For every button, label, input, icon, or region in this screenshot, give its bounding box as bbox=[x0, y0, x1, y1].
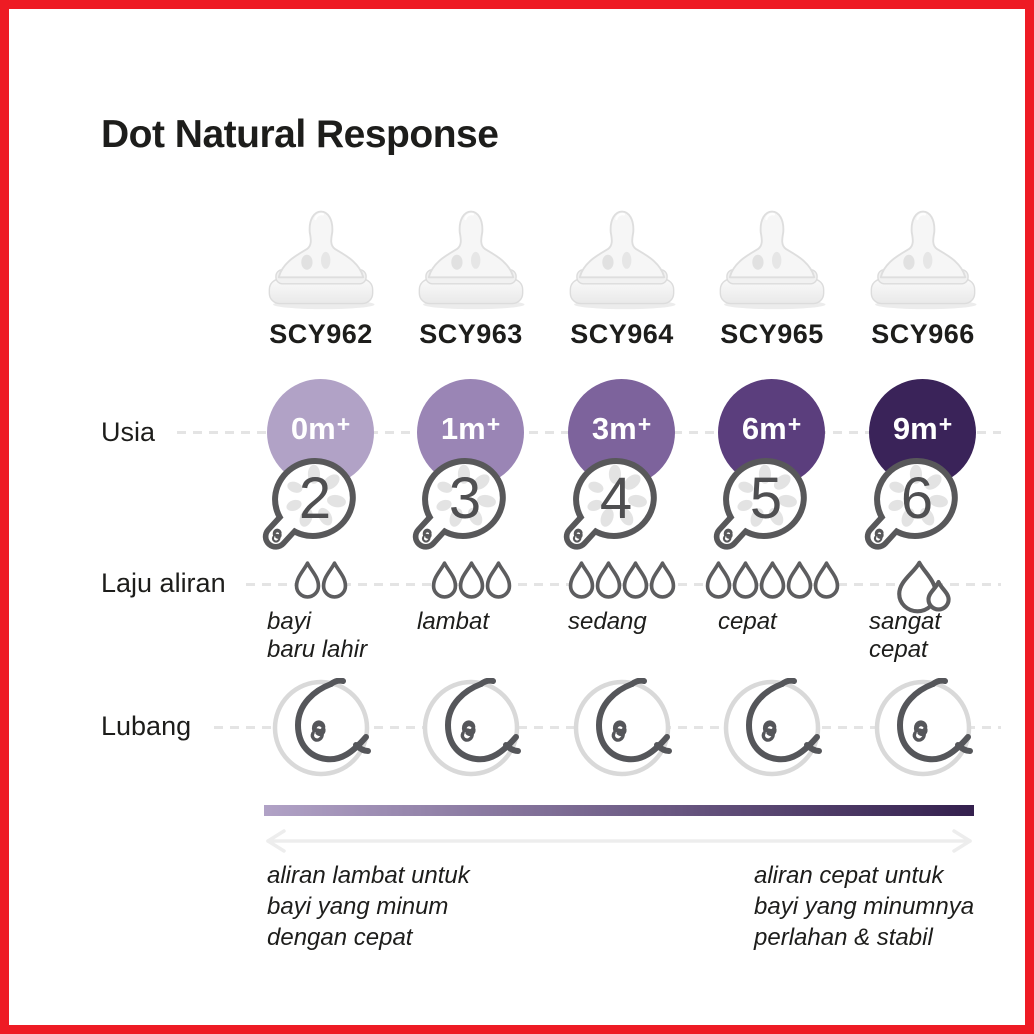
hole-icon bbox=[722, 678, 822, 778]
age-badge-text: 6m+ bbox=[741, 411, 802, 446]
flow-row-label: Laju aliran bbox=[101, 568, 234, 599]
flow-number-icon: 6 bbox=[857, 454, 961, 556]
flow-drops bbox=[848, 560, 998, 606]
product-column-scy963: SCY963 1m+ 3 lambat bbox=[396, 9, 546, 1025]
age-badge-text: 0m+ bbox=[290, 411, 351, 446]
age-badge-text: 3m+ bbox=[591, 411, 652, 446]
teat-photo-icon bbox=[399, 204, 543, 312]
drop-icon bbox=[647, 560, 678, 601]
hole-icon bbox=[271, 678, 371, 778]
drop-icon bbox=[319, 560, 350, 601]
teat-photo-icon bbox=[851, 204, 995, 312]
product-code: SCY964 bbox=[570, 319, 674, 349]
age-badge-text: 1m+ bbox=[440, 411, 501, 446]
page-title: Dot Natural Response bbox=[101, 113, 499, 156]
drop-icon bbox=[483, 560, 514, 601]
double-arrow-icon bbox=[266, 829, 972, 853]
product-code: SCY965 bbox=[720, 319, 824, 349]
hole-row-label: Lubang bbox=[101, 711, 200, 742]
flow-drops bbox=[396, 560, 546, 606]
flow-number: 3 bbox=[448, 466, 482, 531]
flow-number-icon: 2 bbox=[255, 454, 359, 556]
flow-number-icon: 4 bbox=[556, 454, 660, 556]
drop-icon bbox=[811, 560, 842, 601]
product-column-scy964: SCY964 3m+ 4 sedang bbox=[547, 9, 697, 1025]
hole-icon bbox=[572, 678, 672, 778]
flow-number: 4 bbox=[599, 466, 633, 531]
flow-drops bbox=[697, 560, 847, 606]
teat-photo-icon bbox=[550, 204, 694, 312]
product-code: SCY962 bbox=[269, 319, 373, 349]
flow-label: sedang bbox=[568, 608, 647, 635]
flow-number: 2 bbox=[298, 466, 332, 531]
teat-photo-icon bbox=[249, 204, 393, 312]
flow-gradient-bar bbox=[264, 805, 974, 816]
teat-photo-icon bbox=[700, 204, 844, 312]
flow-number-icon: 5 bbox=[706, 454, 810, 556]
flow-label: lambat bbox=[417, 608, 490, 635]
product-column-scy965: SCY965 6m+ 5 cepat bbox=[697, 9, 847, 1025]
hole-icon bbox=[873, 678, 973, 778]
flow-number-icon: 3 bbox=[405, 454, 509, 556]
flow-number: 6 bbox=[900, 466, 934, 531]
product-code: SCY963 bbox=[419, 319, 523, 349]
flow-drops bbox=[547, 560, 697, 606]
fast-drop-icon bbox=[891, 560, 955, 615]
product-code: SCY966 bbox=[871, 319, 975, 349]
flow-number: 5 bbox=[749, 466, 783, 531]
flow-label: cepat bbox=[718, 608, 777, 635]
age-badge-text: 9m+ bbox=[892, 411, 953, 446]
flow-drops bbox=[246, 560, 396, 606]
hole-icon bbox=[421, 678, 521, 778]
age-row-label: Usia bbox=[101, 417, 164, 448]
